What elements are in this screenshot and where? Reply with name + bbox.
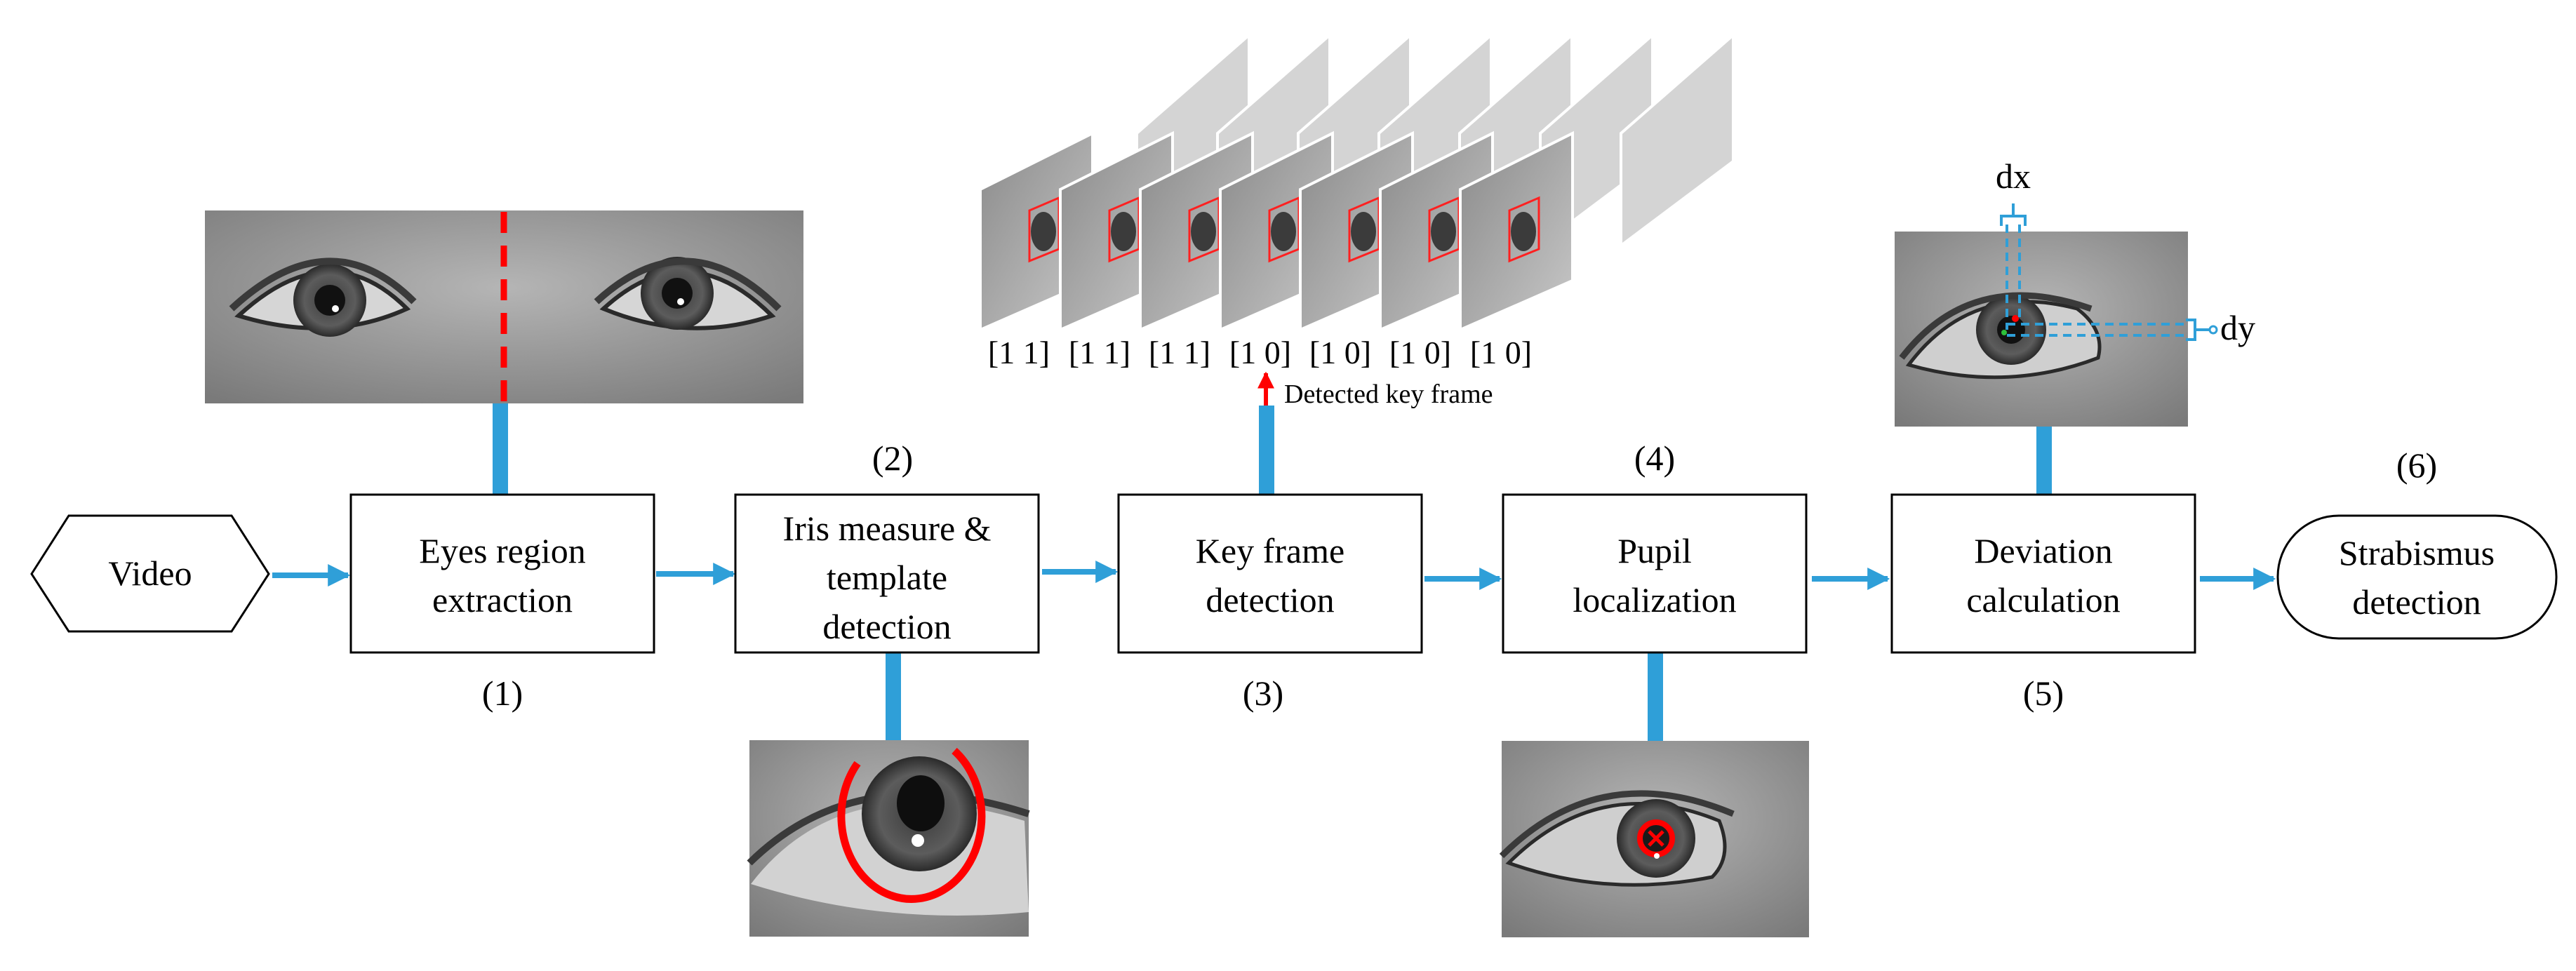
- pupil-localization-photo: [1499, 741, 1809, 937]
- flow-arrows: [272, 561, 2276, 590]
- node-step1: Eyes region extraction: [349, 493, 655, 654]
- node-step4-line1: Pupil: [1617, 531, 1692, 570]
- node-step6-line1: Strabismus: [2339, 533, 2495, 572]
- step-numbers: (1) (2) (3) (4) (5) (6): [482, 438, 2437, 713]
- node-step1-line1: Eyes region: [419, 531, 585, 570]
- node-step2-line3: detection: [822, 607, 951, 646]
- node-step4-line2: localization: [1573, 580, 1736, 620]
- deviation-guides: [2000, 203, 2218, 341]
- node-step2-line2: template: [827, 558, 947, 597]
- node-step5-line1: Deviation: [1974, 531, 2112, 570]
- both-eyes-photo: [205, 210, 803, 403]
- node-step2-line1: Iris measure &: [782, 509, 991, 548]
- node-step6-line2: detection: [2352, 582, 2481, 622]
- connector-step5-photo: [2036, 427, 2052, 495]
- node-step4: Pupil localization: [1502, 493, 1808, 654]
- step-number-3: (3): [1243, 674, 1283, 713]
- node-step3: Key frame detection: [1117, 493, 1423, 654]
- frame-label-5: [1 0]: [1309, 335, 1371, 370]
- deviation-photo: [1895, 232, 2188, 427]
- frame-label-7: [1 0]: [1470, 335, 1532, 370]
- frame-7: [1459, 130, 1574, 333]
- dx-label: dx: [1996, 156, 2031, 196]
- connector-step2-photo: [886, 652, 901, 744]
- node-step6: Strabismus detection: [2276, 514, 2558, 640]
- step-number-2: (2): [872, 438, 913, 478]
- dy-label: dy: [2220, 308, 2255, 347]
- connector-step3-frames: [1259, 406, 1274, 495]
- iris-detection-photo: [747, 740, 1030, 937]
- node-step3-line2: detection: [1206, 580, 1334, 620]
- frame-label-6: [1 0]: [1389, 335, 1451, 370]
- frame-stack: [979, 32, 1735, 333]
- connector-step4-photo: [1648, 652, 1663, 744]
- frame-labels: [1 1] [1 1] [1 1] [1 0] [1 0] [1 0] [1 0…: [988, 335, 1532, 370]
- frame-label-2: [1 1]: [1069, 335, 1130, 370]
- node-step1-line2: extraction: [432, 580, 573, 620]
- step-number-5: (5): [2023, 674, 2064, 713]
- vertical-connectors: [493, 400, 2052, 744]
- connector-step1-photo: [493, 400, 508, 495]
- node-video: Video: [30, 514, 270, 633]
- node-step5: Deviation calculation: [1890, 493, 2196, 654]
- node-video-label: Video: [108, 554, 192, 593]
- frame-label-4: [1 0]: [1229, 335, 1291, 370]
- frame-back-7: [1620, 32, 1735, 248]
- node-step2: Iris measure & template detection: [734, 493, 1040, 654]
- key-frame-note: Detected key frame: [1284, 380, 1493, 409]
- step-number-4: (4): [1634, 438, 1675, 478]
- node-step3-line1: Key frame: [1196, 531, 1344, 570]
- frame-label-3: [1 1]: [1149, 335, 1210, 370]
- frame-label-1: [1 1]: [988, 335, 1050, 370]
- step-number-6: (6): [2396, 446, 2437, 485]
- step-number-1: (1): [482, 674, 523, 713]
- node-step5-line2: calculation: [1966, 580, 2120, 620]
